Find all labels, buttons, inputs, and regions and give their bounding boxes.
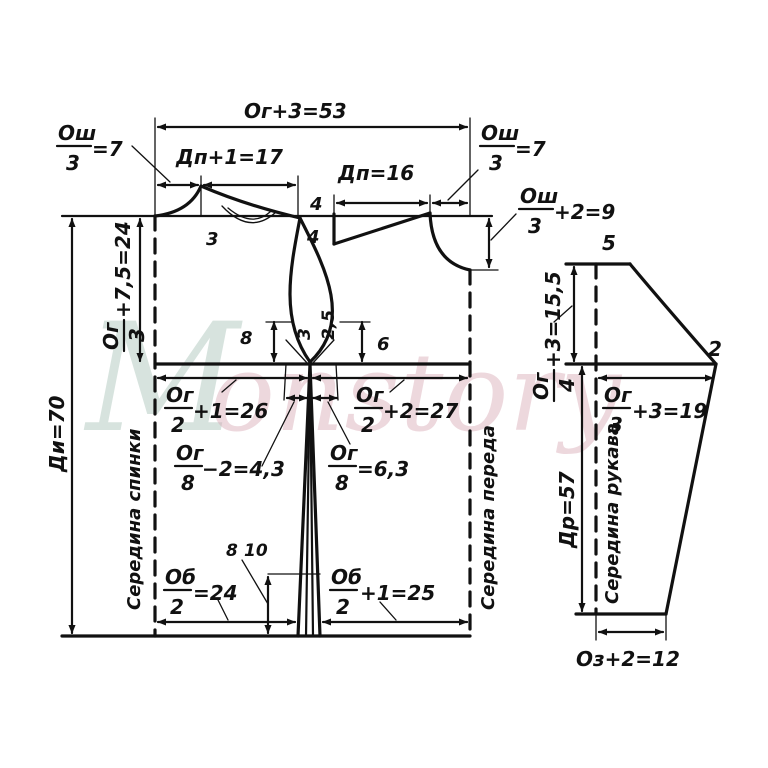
side-back-result: −2=4,3: [202, 457, 285, 481]
back-neck-leader: [131, 145, 171, 183]
hip-back-result: =24: [193, 581, 238, 605]
front-width-denominator: 2: [361, 413, 375, 437]
num-8-armhole: 8: [240, 328, 253, 349]
sleeve-width-result: +3=19: [632, 399, 707, 423]
sleeve-center-label: Середина рукава: [602, 423, 623, 604]
hip-front-leader: [379, 601, 397, 621]
shoulder-back-label: Дп+1=17: [175, 145, 283, 169]
sleeve-cap-curve: [628, 262, 718, 366]
front-neck-curve: [428, 211, 472, 272]
armhole-depth-formula: Ог 3 +7,5=24: [99, 221, 149, 353]
hip-back-leader: [217, 599, 229, 621]
neck-depth-numerator: Ош: [520, 184, 558, 208]
dim-3-leader: [285, 339, 309, 365]
back-neck-curve: [153, 184, 203, 218]
width-label: Ог+3=53: [244, 99, 347, 123]
bodice-labels: Ог+3=53 Ош 3 =7 Ош 3 =7 Дп+1=17 Дп=16 Ош…: [45, 99, 615, 619]
shoulder-dart-inner: [227, 207, 271, 220]
hip-back-denominator: 2: [170, 595, 184, 619]
armhole-numerator: Ог: [99, 322, 123, 350]
shoulder-front-label: Дп=16: [337, 161, 414, 185]
sleeve-labels: 5 2 Ог 4 +3=15,5 Ог 3 +3=19 Др=57 Середи…: [529, 231, 722, 671]
front-shoulder-line: [332, 211, 432, 246]
length-label: Ди=70: [45, 396, 69, 474]
sleeve-width-denominator: 3: [609, 413, 623, 437]
neck-front-result: =7: [515, 137, 546, 161]
dim-25-leader: [311, 339, 335, 365]
neck-front-numerator: Ош: [481, 121, 519, 145]
back-width-denominator: 2: [171, 413, 185, 437]
front-width-leader: [389, 379, 405, 393]
back-shoulder-line: [199, 184, 302, 220]
neck-back-result: =7: [92, 137, 123, 161]
sleeve-cap-leader: [553, 305, 573, 323]
neck-depth-leader: [490, 213, 517, 241]
armhole-result: +7,5=24: [111, 221, 135, 318]
front-center-label: Середина переда: [478, 425, 499, 610]
side-seam-inner-front: [308, 362, 315, 638]
side-seam-front: [308, 362, 322, 638]
shoulder-dart: [221, 205, 277, 224]
bodice-drawing: [60, 117, 517, 638]
back-center-label: Середина спинки: [124, 428, 145, 610]
back-width-numerator: Ог: [166, 383, 194, 407]
side-back-numerator: Ог: [176, 441, 204, 465]
sleeve-length-label: Др=57: [555, 471, 579, 549]
num-5-sleeve: 5: [602, 231, 616, 255]
hip-front-numerator: Об: [331, 565, 362, 589]
dim-8-10-leader: [241, 559, 269, 605]
side-ext-left: [283, 363, 287, 401]
num-4-front: 4: [306, 227, 320, 248]
back-armhole: [288, 216, 312, 364]
num-3-side: 3: [295, 328, 315, 340]
side-front-denominator: 8: [335, 471, 349, 495]
side-front-numerator: Ог: [330, 441, 358, 465]
side-front-result: =6,3: [357, 457, 409, 481]
num-6-armhole: 6: [377, 334, 390, 355]
neck-back-denominator: 3: [66, 151, 80, 175]
side-ext-right: [335, 363, 339, 401]
back-width-result: +1=26: [193, 399, 268, 423]
side-back-denominator: 8: [181, 471, 195, 495]
front-neck-leader: [447, 169, 479, 201]
sleeve-cap-numerator: Ог: [529, 372, 553, 400]
num-10-hip: 10: [244, 541, 268, 561]
sleeve-underarm-seam: [664, 362, 718, 616]
num-8-hip: 8: [226, 541, 238, 561]
sleeve-cap-denominator: 4: [555, 378, 579, 393]
num-25-side: 2,5: [319, 310, 339, 340]
num-4-shoulder: 4: [309, 194, 323, 215]
hip-front-result: +1=25: [360, 581, 435, 605]
neck-back-numerator: Ош: [58, 121, 96, 145]
sleeve-width-numerator: Ог: [604, 383, 632, 407]
neck-front-denominator: 3: [489, 151, 503, 175]
hip-back-numerator: Об: [165, 565, 196, 589]
num-3-neck: 3: [206, 229, 219, 250]
sleeve-drawing: [553, 262, 718, 641]
num-2-sleeve: 2: [708, 337, 722, 361]
neck-depth-denominator: 3: [528, 214, 542, 238]
neck-depth-result: +2=9: [554, 200, 615, 224]
front-width-result: +2=27: [383, 399, 458, 423]
front-armhole: [298, 216, 335, 364]
front-width-numerator: Ог: [356, 383, 384, 407]
armhole-denominator: 3: [125, 328, 149, 342]
sleeve-cap-result: +3=15,5: [541, 271, 565, 368]
side-back-leader: [261, 401, 295, 467]
side-seam-back: [296, 362, 312, 638]
back-width-leader: [221, 379, 237, 393]
side-front-leader: [327, 401, 351, 445]
side-seam-inner-back: [304, 362, 312, 638]
sleeve-cap-formula: Ог 4 +3=15,5: [529, 271, 579, 403]
cuff-label: Оз+2=12: [576, 647, 680, 671]
hip-front-denominator: 2: [336, 595, 350, 619]
